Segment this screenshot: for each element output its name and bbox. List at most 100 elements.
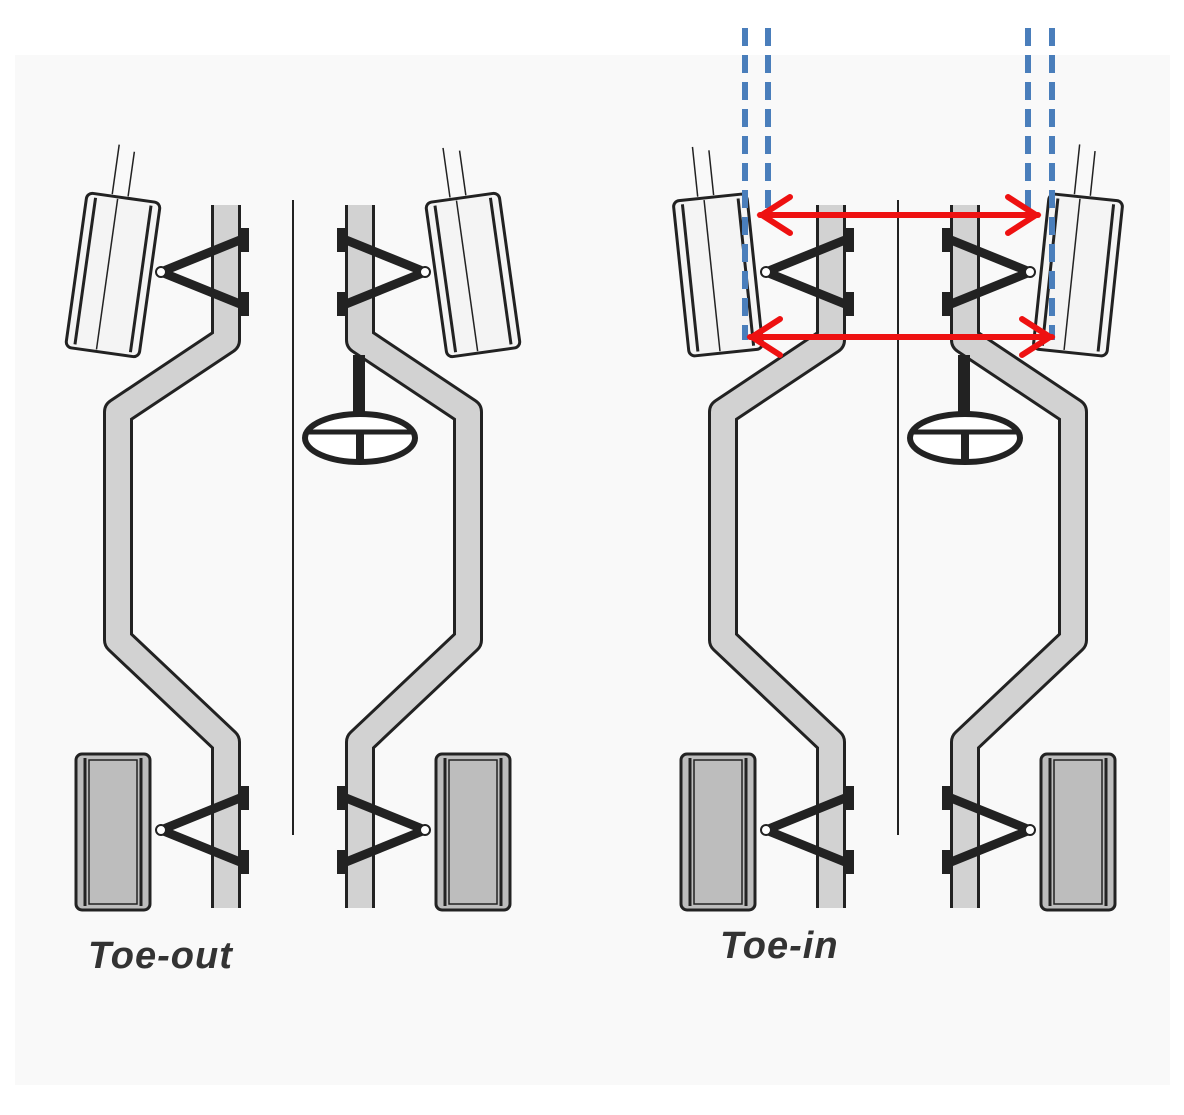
tire	[424, 191, 522, 359]
upper-arm	[159, 235, 242, 277]
right-frame-rail	[345, 205, 483, 908]
arm-mount	[942, 786, 951, 810]
rear-left-wheel	[679, 752, 757, 912]
ball-joint	[419, 824, 431, 836]
axle-line	[111, 144, 120, 195]
rear-right-wheel	[1039, 752, 1117, 912]
arrow-head-left	[756, 194, 793, 236]
axle-line	[458, 150, 467, 196]
upper-arm	[764, 235, 847, 277]
lower-arm	[159, 267, 242, 309]
rail-fill	[106, 205, 238, 908]
arm-mount	[337, 850, 346, 874]
front-left-wheel	[64, 144, 162, 359]
arm-mount	[845, 292, 854, 316]
toe-in-chassis	[672, 144, 1124, 912]
rear-right-suspension	[942, 786, 1036, 874]
tread-line	[488, 197, 513, 345]
steering-wheel	[302, 355, 418, 465]
lower-arm	[159, 825, 242, 867]
arm-mount	[845, 786, 854, 810]
rear-right-wheel	[434, 752, 512, 912]
tire-face-line	[1063, 198, 1081, 351]
tread-line	[1096, 204, 1116, 352]
arm-mount	[942, 292, 951, 316]
lower-arm	[764, 825, 847, 867]
tire-face	[693, 759, 743, 905]
upper-arm	[949, 235, 1032, 277]
tire-face-line	[703, 199, 721, 352]
lower-arm	[344, 267, 427, 309]
arm-mount	[240, 228, 249, 252]
front-right-wheel	[424, 147, 522, 359]
rail-fill	[711, 205, 843, 908]
ball-joint	[760, 266, 772, 278]
tire-face-line	[455, 200, 479, 352]
front-left-wheel	[672, 146, 764, 358]
tire	[64, 191, 162, 359]
front-left-suspension	[155, 228, 249, 316]
toe-in-label: Toe-in	[720, 925, 839, 967]
tire	[672, 192, 764, 358]
arm-mount	[240, 292, 249, 316]
arrow-head-left	[746, 316, 783, 358]
ball-joint	[155, 266, 167, 278]
arm-mount	[240, 786, 249, 810]
rail-fill	[953, 205, 1085, 908]
tire-face	[448, 759, 498, 905]
rear-width-arrow	[746, 316, 1056, 358]
axle-line	[442, 147, 451, 198]
axle-line	[1073, 144, 1081, 195]
rail-fill	[348, 205, 480, 908]
tread-line	[433, 205, 458, 353]
arm-mount	[337, 292, 346, 316]
ball-joint	[760, 824, 772, 836]
axle-line	[708, 150, 715, 196]
tread-line	[73, 197, 98, 345]
toe-out-chassis	[64, 144, 522, 912]
upper-arm	[159, 793, 242, 835]
rear-right-suspension	[337, 786, 431, 874]
axle-line	[691, 146, 699, 197]
lower-arm	[344, 825, 427, 867]
ball-joint	[419, 266, 431, 278]
arm-mount	[845, 228, 854, 252]
lower-arm	[949, 825, 1032, 867]
left-frame-rail	[708, 205, 846, 908]
ball-joint	[1024, 824, 1036, 836]
front-left-suspension	[760, 228, 854, 316]
arrow-head-right	[1019, 316, 1056, 358]
tire-face	[1053, 759, 1103, 905]
tire-face	[88, 759, 138, 905]
front-right-suspension	[337, 228, 431, 316]
steering-wheel	[907, 355, 1023, 465]
reference-lines	[742, 28, 1055, 340]
upper-arm	[344, 235, 427, 277]
upper-arm	[949, 793, 1032, 835]
arm-mount	[845, 850, 854, 874]
upper-arm	[344, 793, 427, 835]
arm-mount	[337, 228, 346, 252]
arm-mount	[240, 850, 249, 874]
arm-mount	[942, 228, 951, 252]
front-width-arrow	[756, 194, 1042, 236]
tread-line	[680, 204, 700, 352]
ball-joint	[155, 824, 167, 836]
axle-line	[1089, 151, 1096, 196]
upper-arm	[764, 793, 847, 835]
axle-line	[127, 151, 136, 197]
tire	[1032, 192, 1124, 358]
lower-arm	[764, 267, 847, 309]
arrow-head-right	[1005, 194, 1042, 236]
tread-line	[128, 205, 153, 353]
left-frame-rail	[103, 205, 241, 908]
arm-mount	[337, 786, 346, 810]
lower-arm	[949, 267, 1032, 309]
toe-out-label: Toe-out	[88, 935, 233, 977]
front-right-suspension	[942, 228, 1036, 316]
rear-left-suspension	[155, 786, 249, 874]
tire-face-line	[95, 198, 119, 350]
front-right-wheel	[1032, 144, 1124, 358]
